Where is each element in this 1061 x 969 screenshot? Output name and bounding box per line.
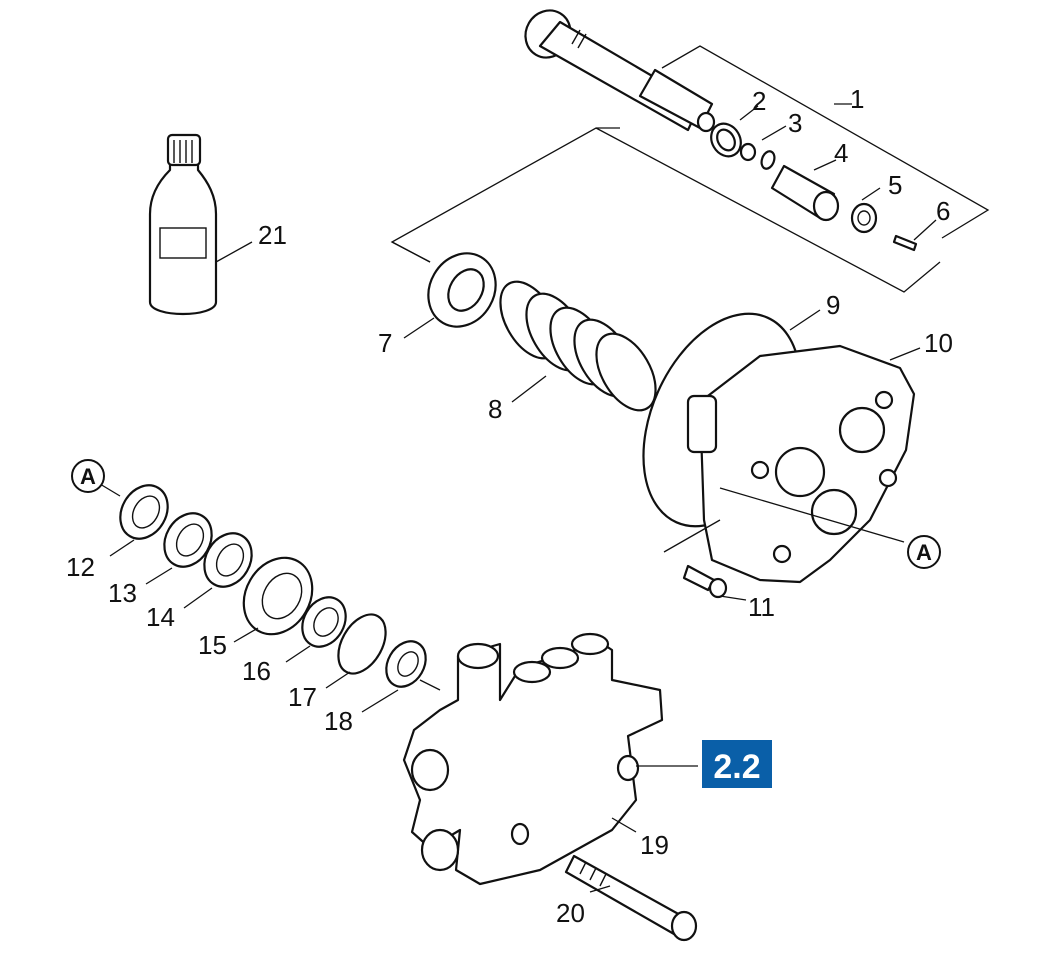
- callout-4: 4: [834, 138, 848, 168]
- callout-3: 3: [788, 108, 802, 138]
- callout-18: 18: [324, 706, 353, 736]
- callout-8: 8: [488, 394, 502, 424]
- callout-10: 10: [924, 328, 953, 358]
- callout-11: 11: [748, 592, 775, 622]
- callout-12: 12: [66, 552, 95, 582]
- part-18: [385, 640, 427, 688]
- reference-marker-lower: A: [907, 535, 941, 569]
- screw-part-11: [682, 564, 728, 599]
- small-parts-2-6: [710, 122, 918, 252]
- callout-17: 17: [288, 682, 317, 712]
- callout-6: 6: [936, 196, 950, 226]
- callout-19: 19: [640, 830, 669, 860]
- callout-5: 5: [888, 170, 902, 200]
- group-badge-label[interactable]: 2.2: [713, 748, 760, 786]
- seal-set-12-18: [119, 484, 427, 688]
- pump-head-part-10: [686, 344, 916, 584]
- callout-14: 14: [146, 602, 175, 632]
- leader-lines: [99, 103, 937, 893]
- callout-16: 16: [242, 656, 271, 686]
- callout-13: 13: [108, 578, 137, 608]
- callout-1: 1: [850, 84, 864, 114]
- callout-2: 2: [752, 86, 766, 116]
- part-5-nut: [850, 202, 878, 234]
- bracket-group-1: [390, 45, 990, 293]
- part-17: [337, 613, 387, 675]
- callout-numbers: 1 2 3 4 5 6 7 8 9 10 11 12 13 14 15 16 1…: [66, 84, 953, 928]
- group-badge-background: [702, 740, 772, 788]
- callout-20: 20: [556, 898, 585, 928]
- oil-bottle-part: [148, 133, 218, 316]
- callout-15: 15: [198, 630, 227, 660]
- plunger-part: [524, 9, 716, 133]
- group-reference-badge[interactable]: 2.2: [702, 740, 772, 788]
- part-3-washer: [739, 142, 757, 162]
- callout-7: 7: [378, 328, 392, 358]
- reference-marker-label: A: [80, 464, 96, 489]
- callout-9: 9: [826, 290, 840, 320]
- spring-part-8: [499, 280, 657, 412]
- reference-marker-label: A: [916, 540, 932, 565]
- seal-part-7: [427, 252, 497, 328]
- part-6-screw: [892, 234, 918, 252]
- bolt-part-20: [564, 854, 698, 942]
- reference-marker-upper: A: [71, 459, 105, 493]
- callout-21: 21: [258, 220, 287, 250]
- manifold-part-19: [402, 632, 664, 886]
